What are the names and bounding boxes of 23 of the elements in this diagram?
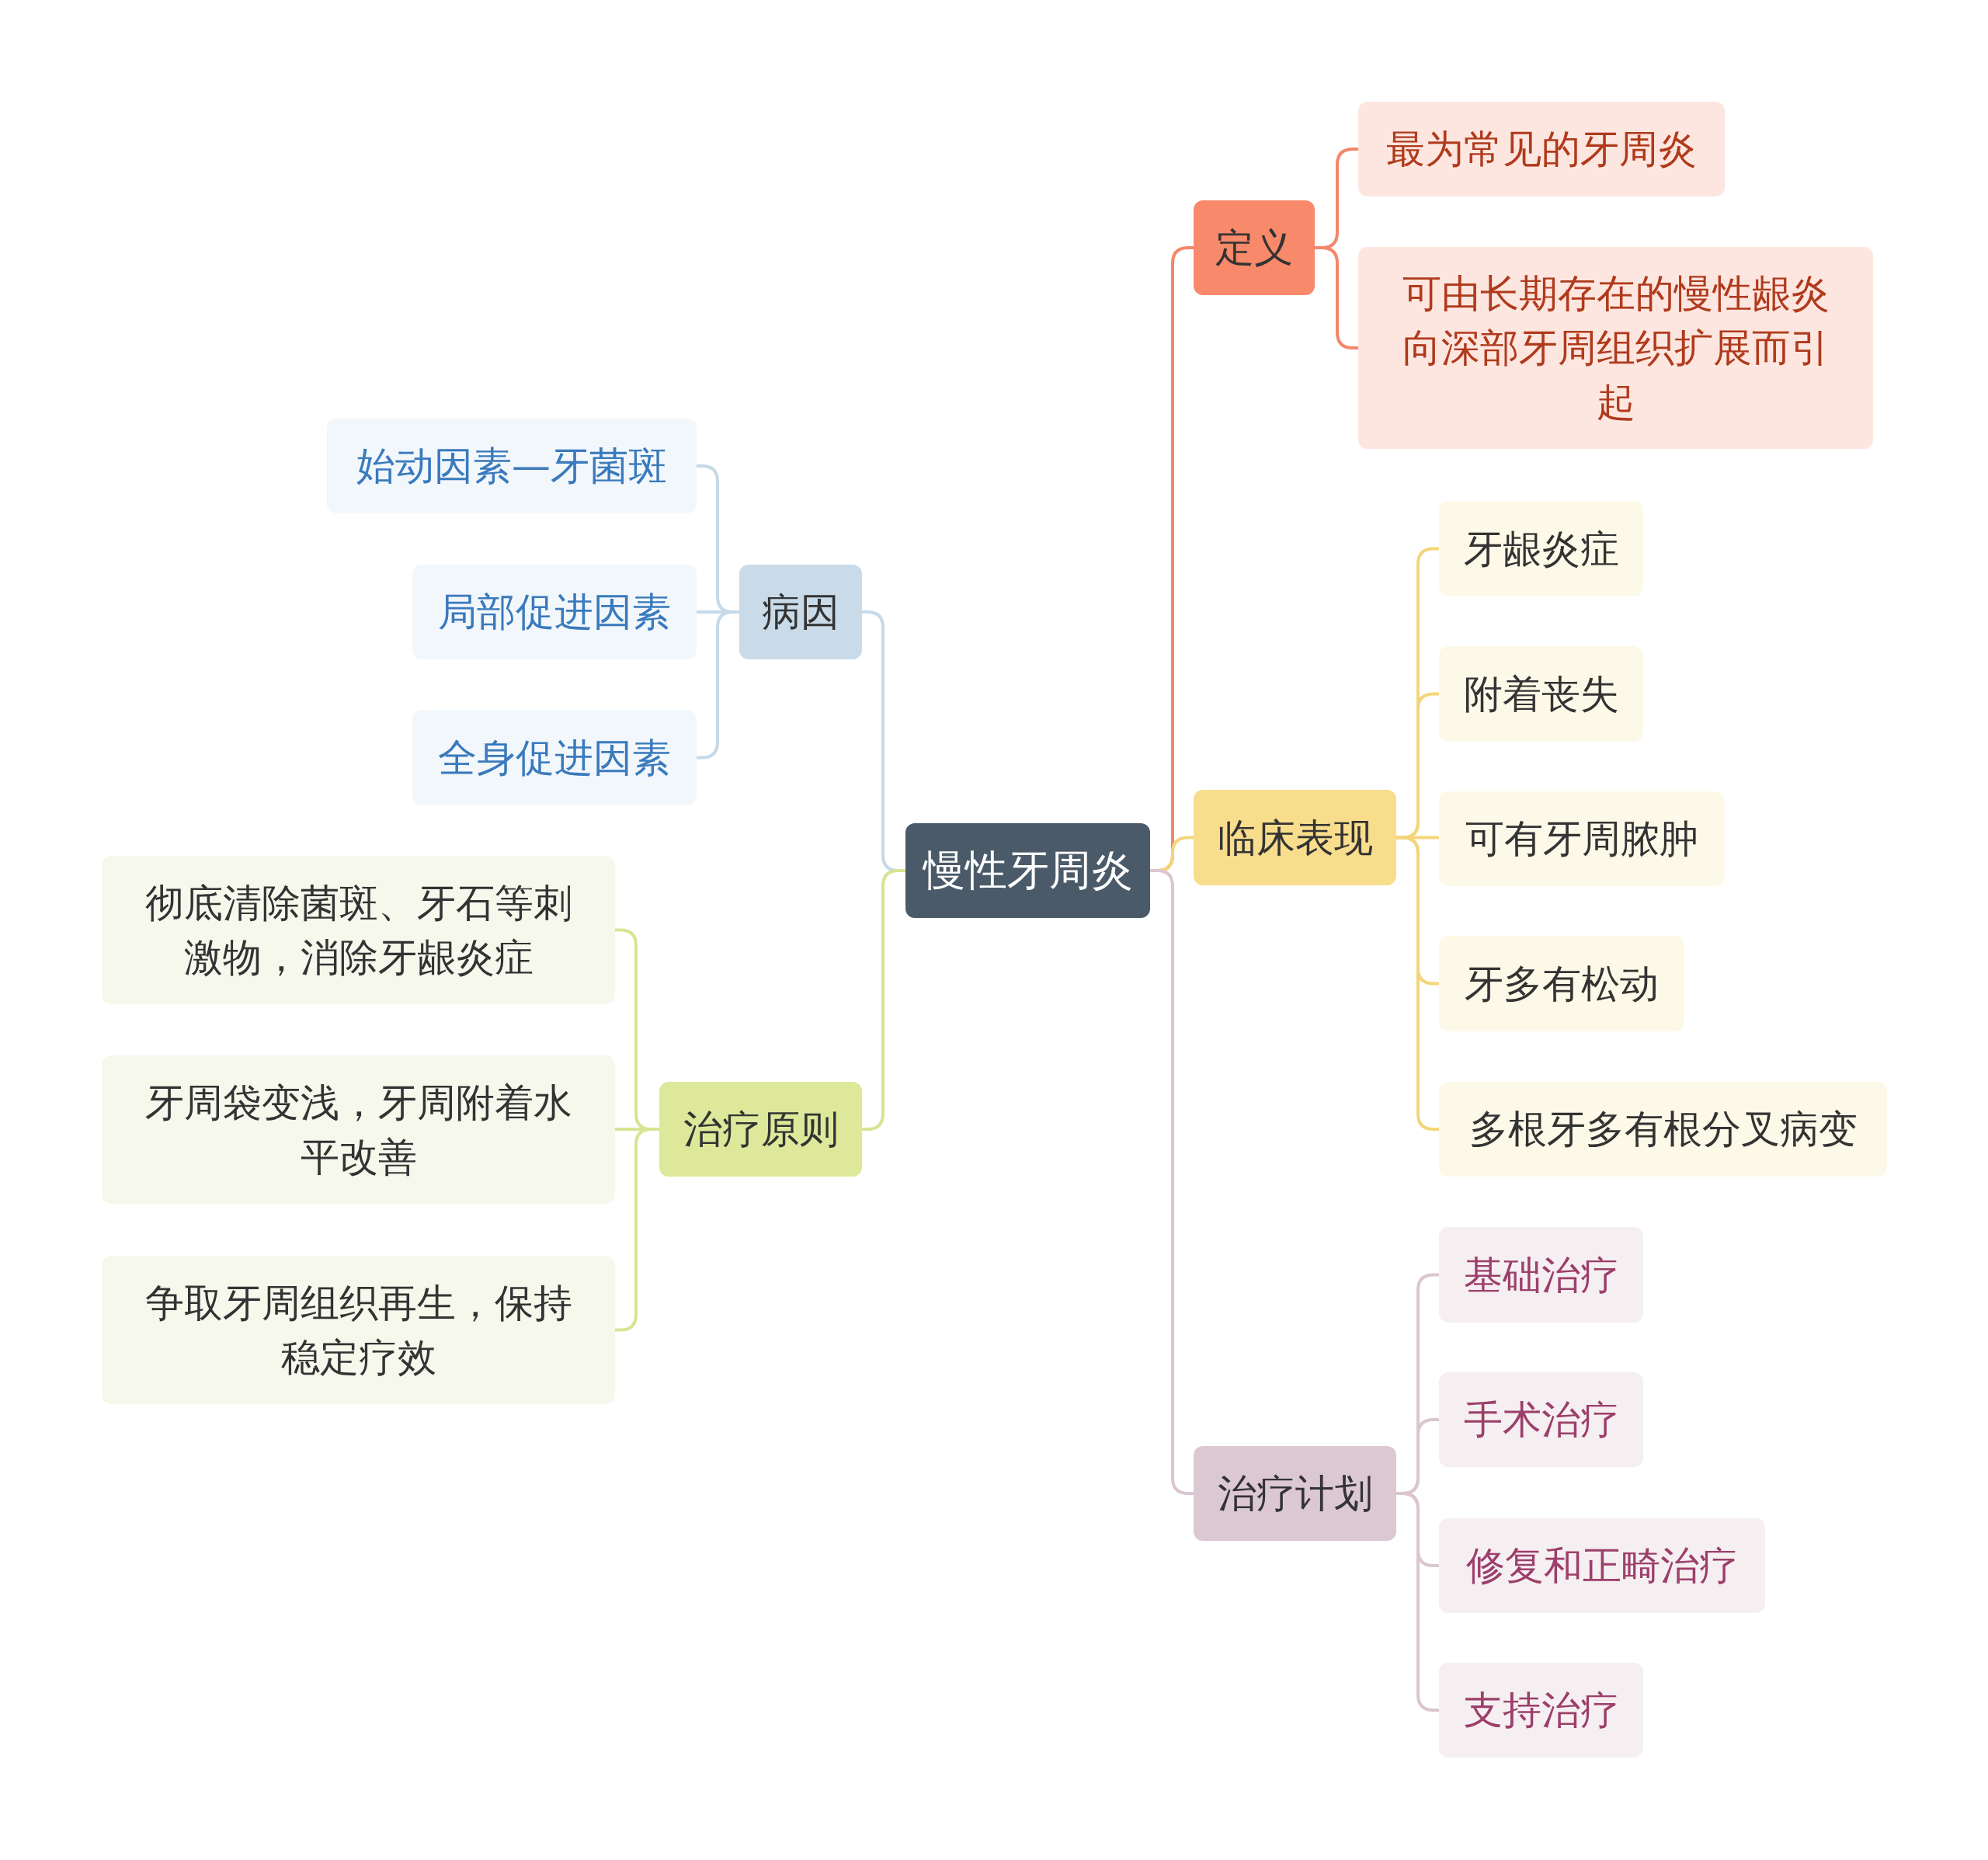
subtopic-box: 修复和正畸治疗	[1439, 1518, 1765, 1613]
subtopic-box: 全身促进因素	[412, 710, 697, 805]
subtopic-box: 局部促进因素	[412, 565, 697, 659]
branch-topic-box: 定义	[1194, 200, 1315, 295]
subtopic-box: 可有牙周脓肿	[1439, 791, 1725, 886]
central-topic-box: 慢性牙周炎	[905, 823, 1150, 918]
subtopic-box: 可由长期存在的慢性龈炎向深部牙周组织扩展而引起	[1358, 247, 1873, 449]
branch-topic-box: 治疗原则	[659, 1082, 862, 1177]
branch-topic-box: 治疗计划	[1194, 1446, 1396, 1541]
subtopic-box: 附着丧失	[1439, 646, 1643, 742]
subtopic-box: 牙多有松动	[1439, 936, 1684, 1031]
subtopic-box: 手术治疗	[1439, 1372, 1643, 1467]
subtopic-box: 始动因素—牙菌斑	[327, 419, 697, 513]
branch-topic-box: 病因	[739, 565, 862, 659]
subtopic-box: 牙周袋变浅，牙周附着水平改善	[102, 1055, 615, 1204]
subtopic-box: 多根牙多有根分叉病变	[1439, 1082, 1887, 1177]
subtopic-box: 牙龈炎症	[1439, 501, 1643, 596]
subtopic-box: 最为常见的牙周炎	[1358, 102, 1725, 196]
subtopic-box: 彻底清除菌斑、牙石等刺激物，消除牙龈炎症	[102, 856, 615, 1004]
subtopic-box: 支持治疗	[1439, 1663, 1643, 1757]
subtopic-box: 争取牙周组织再生，保持稳定疗效	[102, 1256, 615, 1404]
subtopic-box: 基础治疗	[1439, 1227, 1643, 1323]
branch-topic-box: 临床表现	[1194, 790, 1396, 885]
